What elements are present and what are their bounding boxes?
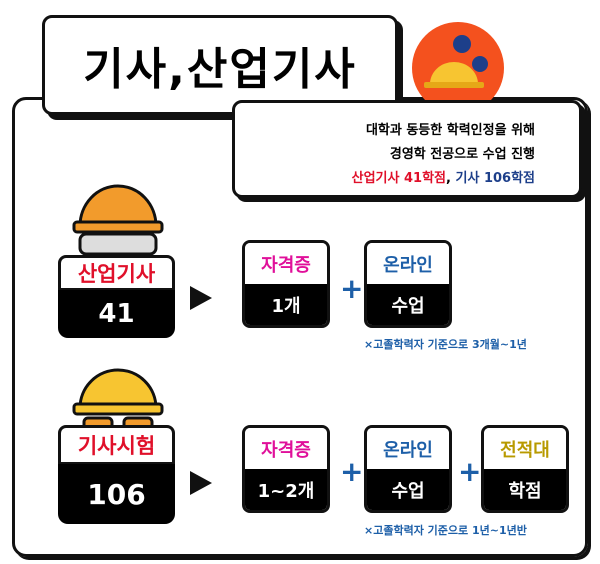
card-top: 전적대 <box>484 428 566 469</box>
row1-note: ×고졸학력자 기준으로 3개월~1년 <box>364 338 527 351</box>
card-top: 온라인 <box>367 243 449 284</box>
card-top: 자격증 <box>245 243 327 284</box>
plus-icon: + <box>458 455 482 488</box>
card-top: 온라인 <box>367 428 449 469</box>
arrow-right-icon <box>190 286 212 310</box>
info-line: 대학과 동등한 학력인정을 위해 <box>365 123 535 138</box>
plus-icon: + <box>340 455 364 488</box>
orange-helmet-goggles-icon <box>72 184 164 256</box>
row2-credits: 106 <box>58 464 175 524</box>
info-box: 대학과 동등한 학력인정을 위해 경영학 전공으로 수업 진행 산업기사 41학… <box>232 100 582 198</box>
separator: , <box>446 171 456 186</box>
card-top: 자격증 <box>245 428 327 469</box>
row1-label: 산업기사 <box>58 255 175 291</box>
engineer-credits: 106학점 <box>483 171 535 186</box>
info-line: 경영학 전공으로 수업 진행 <box>389 147 535 162</box>
card-bottom: 학점 <box>484 469 566 510</box>
industrial-credits: 산업기사 41학점 <box>351 171 447 186</box>
row1-credits: 41 <box>58 290 175 338</box>
card-bottom: 1개 <box>245 284 327 325</box>
row2-label: 기사시험 <box>58 425 175 465</box>
info-line: 산업기사 41학점, 기사 106학점 <box>235 167 535 191</box>
card-bottom: 수업 <box>367 469 449 510</box>
row2-note: ×고졸학력자 기준으로 1년~1년반 <box>364 524 527 537</box>
gear-helmet-icon <box>412 22 504 114</box>
engineer-label: 기사 <box>455 171 484 186</box>
plus-icon: + <box>340 272 364 305</box>
page-title: 기사,산업기사 <box>42 15 398 115</box>
card-bottom: 수업 <box>367 284 449 325</box>
card-bottom: 1~2개 <box>245 469 327 510</box>
arrow-right-icon <box>190 471 212 495</box>
